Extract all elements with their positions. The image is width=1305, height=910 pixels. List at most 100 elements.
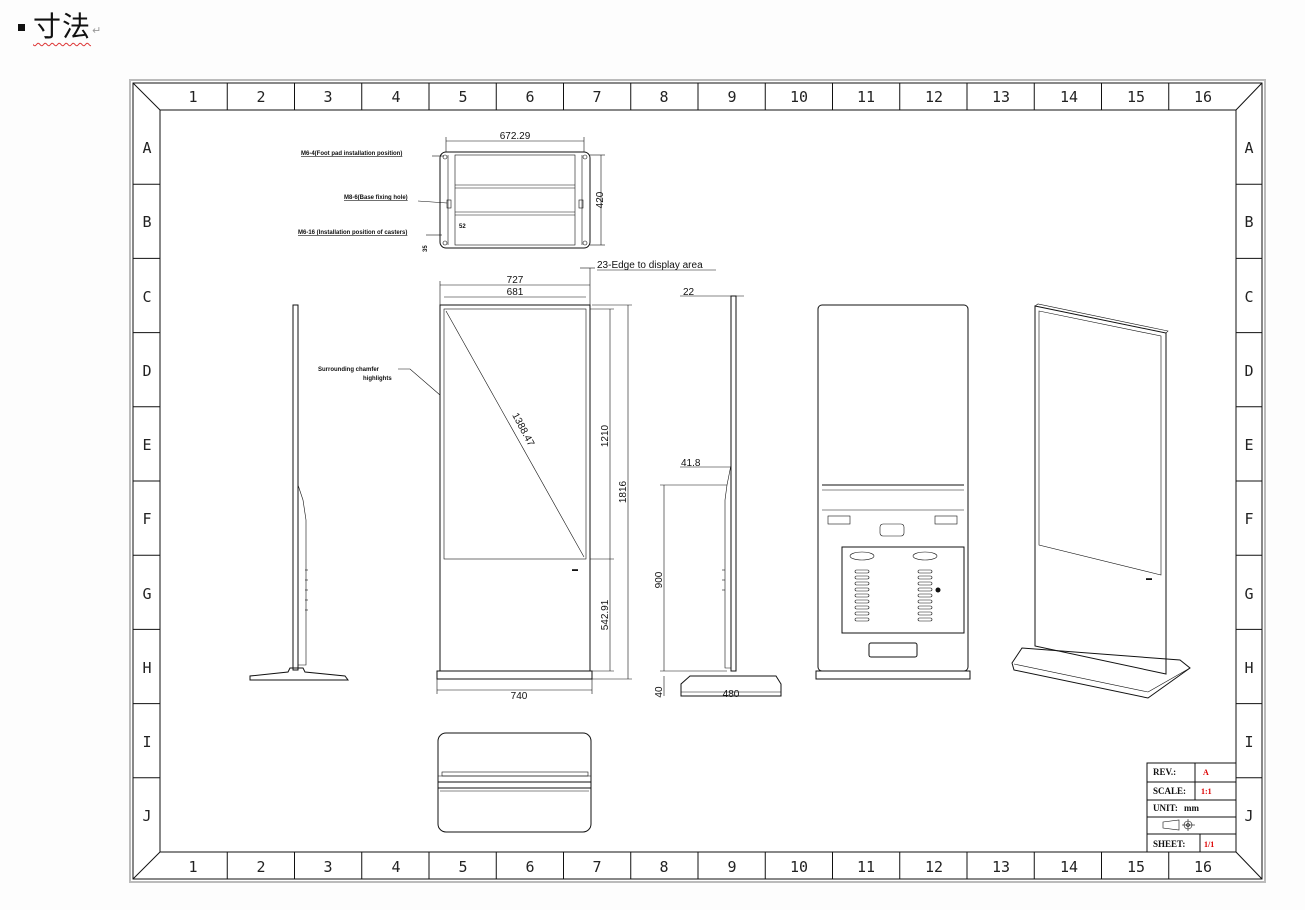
col-label: 6	[525, 88, 534, 106]
vent-slot	[917, 599, 933, 604]
dim-thickness: 22	[683, 287, 695, 298]
col-label: 13	[992, 88, 1010, 106]
sheet-value: 1/1	[1204, 840, 1214, 849]
note-chamfer-line1: Surrounding chamfer	[318, 367, 380, 373]
drawing-frame	[129, 79, 1266, 883]
vent-slot	[854, 605, 870, 610]
col-label: 1	[188, 88, 197, 106]
note-casters: M6-16 (Installation position of casters)	[298, 230, 407, 236]
note-base-hole: M8-6(Base fixing hole)	[344, 195, 408, 201]
rev-value: A	[1203, 768, 1209, 777]
sheet-label: SHEET:	[1153, 839, 1185, 849]
dim-total-height: 1816	[618, 480, 629, 503]
section-heading: 寸法 ↵	[18, 6, 101, 44]
unit-label: UNIT:	[1153, 803, 1178, 813]
top-view: 672.29 420 52 35 M6-4(Foot pad installat…	[298, 131, 606, 252]
rear-view	[815, 304, 971, 680]
col-label: 9	[727, 88, 736, 106]
dim-caster-offset: 35	[423, 245, 429, 252]
col-label: 7	[592, 858, 601, 876]
vent-slot	[854, 617, 870, 622]
vent-slot	[854, 581, 870, 586]
rev-label: REV.:	[1153, 767, 1176, 777]
vent-slot	[854, 569, 870, 574]
row-label: J	[142, 807, 151, 825]
col-label: 2	[256, 88, 265, 106]
projection-symbol-icon	[1162, 819, 1195, 831]
col-label: 8	[659, 88, 668, 106]
row-label: I	[142, 733, 151, 751]
col-label: 16	[1194, 858, 1212, 876]
row-label: J	[1244, 807, 1253, 825]
col-label: 2	[256, 858, 265, 876]
scale-label: SCALE:	[1153, 786, 1186, 796]
paragraph-mark-icon: ↵	[92, 23, 102, 37]
unit-value: mm	[1184, 803, 1199, 813]
dim-display-height: 1210	[600, 424, 611, 447]
col-label: 9	[727, 858, 736, 876]
vent-slot	[917, 605, 933, 610]
row-label: A	[142, 139, 151, 157]
vent-slot	[917, 581, 933, 586]
col-label: 10	[790, 88, 808, 106]
column-labels-bottom: 1 2 3 4 5 6 7 8 9 10 11 12 13 14 15 16	[188, 858, 1212, 876]
row-label: B	[142, 213, 151, 231]
ir-sensor-icon: ▬	[1146, 576, 1152, 582]
col-label: 11	[857, 858, 875, 876]
col-label: 1	[188, 858, 197, 876]
right-side-view: 22 41.8 900 40 480	[654, 287, 782, 700]
col-label: 4	[391, 88, 400, 106]
dim-display-width: 681	[507, 287, 524, 298]
row-labels-left: A B C D E F G H I J	[142, 139, 151, 825]
row-label: C	[1244, 288, 1253, 306]
col-label: 7	[592, 88, 601, 106]
row-label: A	[1244, 139, 1253, 157]
vent-slot	[917, 611, 933, 616]
dim-base-width: 740	[511, 691, 528, 702]
row-label: F	[142, 510, 151, 528]
row-label: E	[142, 436, 151, 454]
col-label: 6	[525, 858, 534, 876]
speaker-grille	[849, 551, 875, 561]
dim-lower-section: 900	[654, 571, 665, 588]
row-label: H	[1244, 659, 1253, 677]
col-label: 12	[925, 88, 943, 106]
note-chamfer-line2: highlights	[363, 376, 392, 382]
col-label: 5	[458, 88, 467, 106]
left-side-view	[249, 304, 349, 681]
col-label: 3	[323, 858, 332, 876]
dim-lower-height: 542.91	[600, 599, 611, 630]
vent-slot	[854, 587, 870, 592]
dim-top-depth: 420	[595, 191, 606, 208]
dim-base-height: 40	[654, 686, 665, 698]
column-labels-top: 1 2 3 4 5 6 7 8 9 10 11 12 13 14 15 16	[188, 88, 1212, 106]
note-edge-display: 23-Edge to display area	[597, 260, 703, 271]
col-label: 8	[659, 858, 668, 876]
vent-slot	[917, 569, 933, 574]
row-label: D	[1244, 362, 1253, 380]
scale-value: 1:1	[1201, 787, 1212, 796]
vent-slot	[854, 575, 870, 580]
row-label: D	[142, 362, 151, 380]
ir-sensor-icon: ▬	[572, 567, 578, 573]
vent-slot	[917, 617, 933, 622]
vent-slot	[917, 575, 933, 580]
row-label: G	[142, 585, 151, 603]
row-labels-right: A B C D E F G H I J	[1244, 139, 1253, 825]
col-label: 5	[458, 858, 467, 876]
base-bottom-view	[437, 732, 592, 833]
row-label: E	[1244, 436, 1253, 454]
col-label: 15	[1127, 858, 1145, 876]
col-label: 4	[391, 858, 400, 876]
row-label: G	[1244, 585, 1253, 603]
col-label: 12	[925, 858, 943, 876]
col-label: 14	[1060, 88, 1078, 106]
heading-text: 寸法	[33, 10, 92, 43]
vent-slot	[917, 593, 933, 598]
title-block: REV.: A SCALE: 1:1 UNIT: mm SHEET: 1/1	[1146, 762, 1237, 853]
vent-slot	[854, 611, 870, 616]
col-label: 16	[1194, 88, 1212, 106]
row-label: C	[142, 288, 151, 306]
col-label: 3	[323, 88, 332, 106]
